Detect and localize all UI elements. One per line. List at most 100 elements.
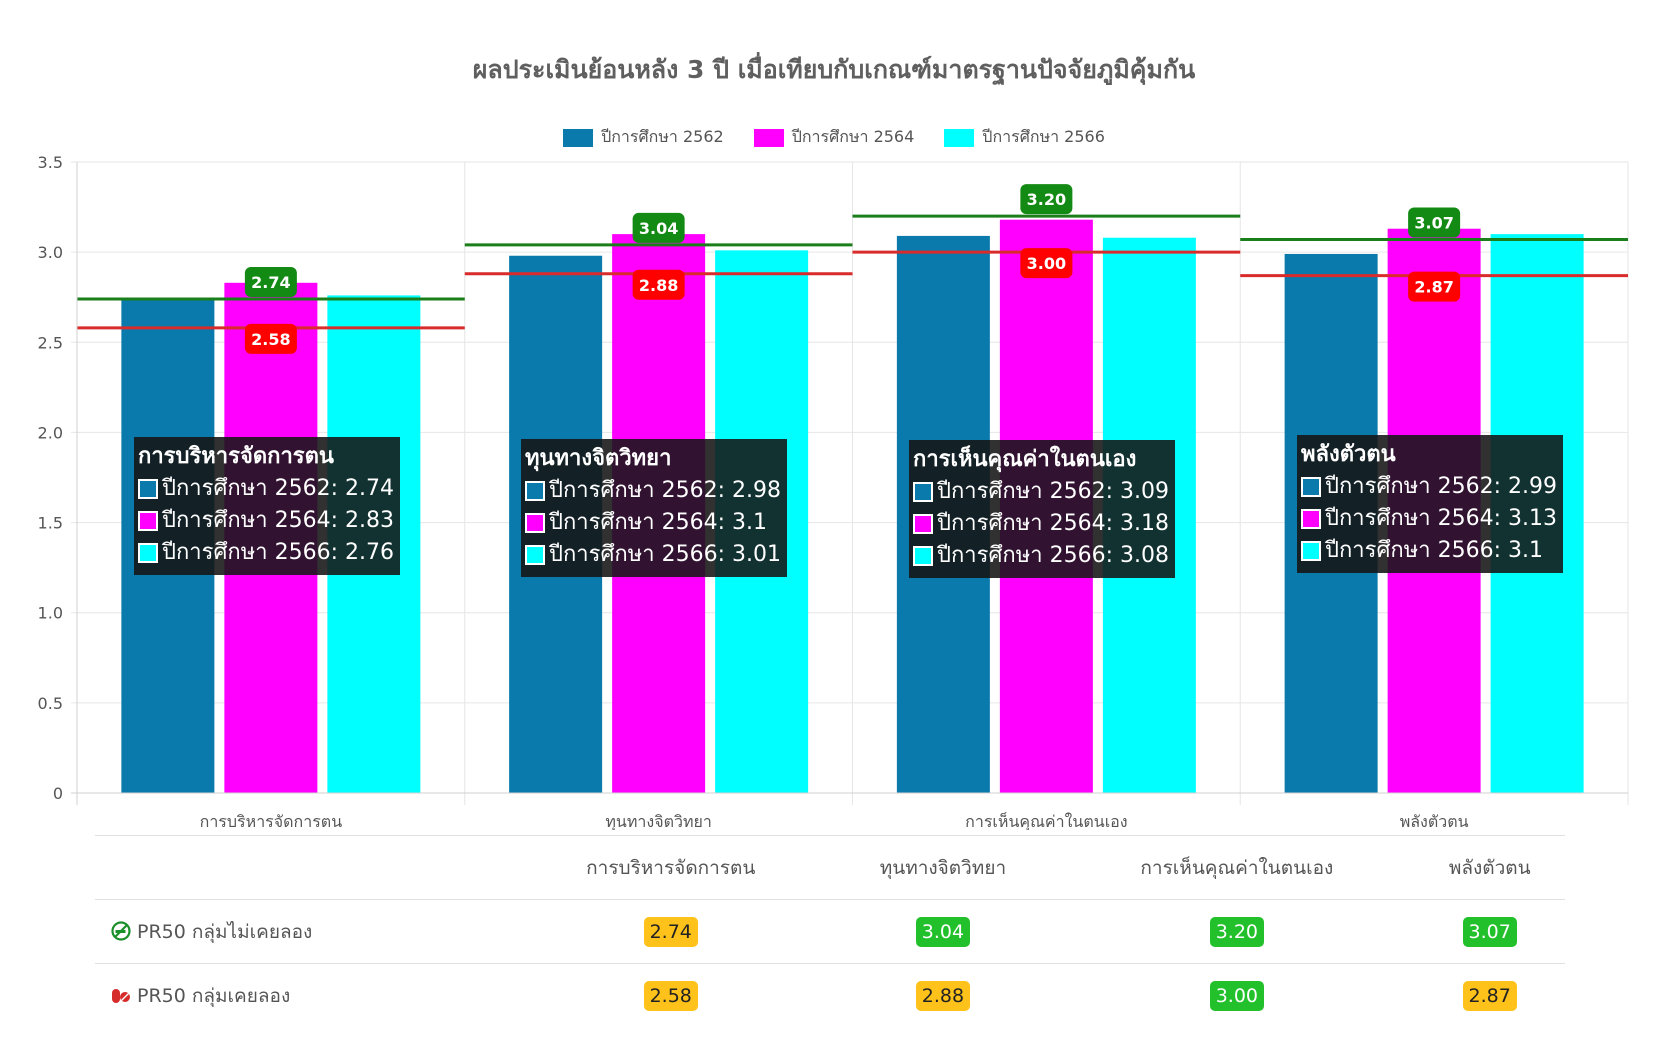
legend-label: ปีการศึกษา 2564 [791,127,915,146]
tooltip-row-label: ปีการศึกษา 2562: 2.74 [162,476,394,501]
table-cell: 2.74 [515,899,827,964]
summary-table: การบริหารจัดการตน ทุนทางจิตวิทยา การเห็น… [95,835,1565,1027]
tooltip-swatch [913,482,933,502]
tooltip-row-label: ปีการศึกษา 2562: 2.99 [1325,474,1557,499]
table-cell: 3.07 [1414,899,1565,964]
value-pill: 3.04 [915,916,971,947]
table-cell: 2.88 [826,963,1060,1027]
tooltip-row: ปีการศึกษา 2564: 3.13 [1301,503,1557,535]
row-label-text: PR50 กลุ่มเคยลอง [137,984,291,1007]
table-cell: 2.58 [515,963,827,1027]
tooltip-swatch [1301,541,1321,561]
tooltip-swatch [913,546,933,566]
value-pill: 3.20 [1209,916,1265,947]
tooltip-row-label: ปีการศึกษา 2564: 2.83 [162,508,394,533]
reference-badge-label: 3.07 [1414,214,1453,233]
y-tick-label: 1.0 [38,604,63,623]
tooltip-title: ทุนทางจิตวิทยา [525,446,672,471]
no-smoking-icon [111,920,131,941]
legend-label: ปีการศึกษา 2566 [982,127,1105,146]
tooltip-swatch [138,511,158,531]
value-pill: 2.87 [1462,980,1517,1011]
tooltip: ทุนทางจิตวิทยาปีการศึกษา 2562: 2.98 ปีการ… [521,439,787,577]
reference-badge [1408,271,1461,302]
reference-badge-label: 3.04 [639,219,678,238]
tooltip-row-label: ปีการศึกษา 2566: 3.08 [937,543,1169,568]
reference-badge [244,323,297,354]
reference-badge-label: 2.58 [251,330,290,349]
x-tick-label: พลังตัวตน [1400,812,1469,830]
tooltip-row-label: ปีการศึกษา 2564: 3.18 [937,511,1169,536]
y-tick-label: 0.5 [38,694,63,713]
legend-item-2564[interactable]: ปีการศึกษา 2564 [753,125,915,150]
tooltip-row: ปีการศึกษา 2564: 2.83 [138,505,394,537]
y-tick-label: 3.5 [38,153,63,172]
tooltip-row: ปีการศึกษา 2566: 2.76 [138,537,394,569]
reference-badge [244,267,297,298]
tooltip-title: พลังตัวตน [1301,442,1396,467]
table-header-cell: ทุนทางจิตวิทยา [826,835,1060,900]
tooltip-row: ปีการศึกษา 2566: 3.1 [1301,535,1557,567]
tooltip-swatch [525,481,545,501]
x-tick-label: การบริหารจัดการตน [200,812,343,830]
table-cell: 3.20 [1059,899,1415,964]
value-pill: 3.07 [1462,916,1517,947]
value-pill: 2.74 [643,916,698,947]
table-header-cell: การเห็นคุณค่าในตนเอง [1059,835,1415,900]
legend-item-2562[interactable]: ปีการศึกษา 2562 [563,125,724,150]
reference-badge-label: 3.20 [1027,190,1066,209]
table-header-cell: พลังตัวตน [1414,835,1565,900]
tooltip-swatch [138,479,158,499]
x-tick-label: การเห็นคุณค่าในตนเอง [965,811,1127,830]
tooltip-swatch [525,545,545,565]
table-row: PR50 กลุ่มไม่เคยลอง 2.74 3.04 3.20 3.07 [95,899,1565,964]
tooltip-swatch [1301,509,1321,529]
legend: ปีการศึกษา 2562 ปีการศึกษา 2564 ปีการศึก… [0,125,1668,150]
tooltip: พลังตัวตนปีการศึกษา 2562: 2.99 ปีการศึกษา… [1297,435,1563,573]
tooltip-row-label: ปีการศึกษา 2562: 2.98 [549,478,781,503]
table-row: PR50 กลุ่มเคยลอง 2.58 2.88 3.00 2.87 [95,963,1565,1027]
tooltip-row: ปีการศึกษา 2562: 2.74 [138,473,394,505]
y-tick-label: 1.5 [38,514,63,533]
reference-badge [1020,248,1073,279]
tooltip-row: ปีการศึกษา 2566: 3.01 [525,539,781,571]
tooltip-title: การบริหารจัดการตน [138,444,334,469]
tooltip-title: การเห็นคุณค่าในตนเอง [913,447,1137,472]
tooltip-swatch [138,543,158,563]
tooltip: การเห็นคุณค่าในตนเองปีการศึกษา 2562: 3.0… [909,440,1175,578]
tooltip-row-label: ปีการศึกษา 2566: 3.1 [1325,538,1543,563]
legend-swatch [944,128,975,147]
tooltip-row: ปีการศึกษา 2564: 3.1 [525,507,781,539]
value-pill: 2.88 [915,980,971,1011]
y-tick-label: 0 [53,784,63,803]
pills-icon [112,988,130,1003]
legend-item-2566[interactable]: ปีการศึกษา 2566 [944,125,1105,150]
y-tick-label: 2.0 [38,423,63,442]
row-label-text: PR50 กลุ่มไม่เคยลอง [137,920,313,943]
table-header-cell [95,835,515,900]
tooltip-swatch [525,513,545,533]
tooltip-row-label: ปีการศึกษา 2566: 2.76 [162,540,394,565]
tooltip-row-label: ปีการศึกษา 2566: 3.01 [549,542,781,567]
tooltip-row-label: ปีการศึกษา 2562: 3.09 [937,479,1169,504]
tooltip-row: ปีการศึกษา 2562: 2.99 [1301,471,1557,503]
table-cell: 3.04 [826,899,1060,964]
reference-badge-label: 2.87 [1414,278,1453,297]
reference-badge-label: 2.74 [251,273,290,292]
y-tick-label: 2.5 [38,333,63,352]
tooltip-row: ปีการศึกษา 2566: 3.08 [913,540,1169,572]
bar-chart: 00.51.01.52.02.53.03.5การบริหารจัดการตนท… [38,153,1629,830]
tooltip: การบริหารจัดการตนปีการศึกษา 2562: 2.74 ปี… [134,437,400,575]
reference-badge [632,212,685,243]
legend-swatch [563,128,594,147]
tooltip-row-label: ปีการศึกษา 2564: 3.1 [549,510,767,535]
x-tick-label: ทุนทางจิตวิทยา [605,812,711,830]
legend-swatch [753,128,784,147]
table-header-row: การบริหารจัดการตน ทุนทางจิตวิทยา การเห็น… [95,835,1565,900]
legend-label: ปีการศึกษา 2562 [601,127,724,146]
reference-badge [632,269,685,300]
reference-badge-label: 3.00 [1027,254,1066,273]
tooltip-row: ปีการศึกษา 2562: 2.98 [525,475,781,507]
row-label: PR50 กลุ่มไม่เคยลอง [95,899,515,964]
chart-title: ผลประเมินย้อนหลัง 3 ปี เมื่อเทียบกับเกณฑ… [472,55,1196,84]
